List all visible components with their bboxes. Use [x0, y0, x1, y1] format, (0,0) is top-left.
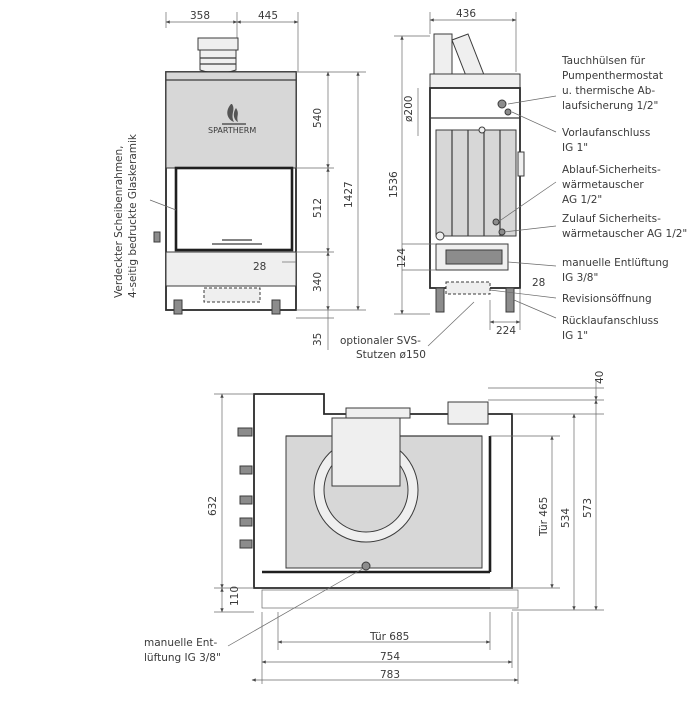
- side-height-dimension: 1536 ø200: [388, 35, 430, 315]
- frame-label-line1: Verdeckter Scheibenrahmen,: [113, 145, 125, 298]
- brand-logo: SPARTHERM: [208, 104, 256, 135]
- callout-inlet-2: wärmetauscher AG 1/2": [562, 228, 687, 240]
- callout-inlet-1: Zulauf Sicherheits-: [562, 213, 661, 225]
- plan-flue-pipe: [331, 417, 401, 487]
- optional-svs-line1: optionaler SVS-: [340, 335, 421, 347]
- plan-left-connections: [237, 427, 253, 549]
- plan-vent-label-line2: lüftung IG 3/8": [144, 652, 221, 664]
- callout-sleeves-2: Pumpenthermostat: [562, 70, 663, 82]
- side-view: 436 1536 ø200: [340, 8, 545, 361]
- front-foot-right: [271, 299, 281, 315]
- callout-sleeves-4: laufsicherung 1/2": [562, 100, 658, 112]
- callout-outlet-2: wärmetauscher: [562, 179, 644, 191]
- side-revision-opening: [445, 281, 491, 295]
- plan-rear-duct: [345, 407, 411, 419]
- side-foot-front: [435, 287, 445, 313]
- front-glass-window: [174, 166, 294, 252]
- plan-floor-plate: [261, 589, 519, 609]
- dim-340: 340: [312, 272, 324, 292]
- callout-outlet-3: AG 1/2": [562, 194, 602, 206]
- dim-28-side: 28: [532, 277, 545, 289]
- dim-40: 40: [594, 371, 606, 384]
- dim-445: 445: [258, 10, 278, 22]
- callout-flow-2: IG 1": [562, 142, 588, 154]
- brand-name: SPARTHERM: [208, 126, 256, 135]
- front-width-dimension: 358 445: [165, 10, 299, 72]
- callout-outlet-1: Ablauf-Sicherheits-: [562, 164, 661, 176]
- dim-110: 110: [229, 586, 241, 606]
- callouts: Tauchhülsen für Pumpenthermostat u. ther…: [489, 55, 687, 342]
- dim-783: 783: [380, 669, 400, 681]
- side-thermostat-sleeve: [497, 99, 507, 109]
- frame-label-line2: 4-seitig bedruckte Glaskeramik: [127, 133, 139, 298]
- plan-left-dimensions: 632 110: [207, 393, 254, 613]
- dim-358: 358: [190, 10, 210, 22]
- side-water-jacket: [435, 129, 517, 237]
- dim-540: 540: [312, 108, 324, 128]
- side-flue-pipe: [433, 33, 453, 75]
- plan-right-dimensions: 40 Tür 465 534 573: [488, 371, 606, 611]
- dim-632: 632: [207, 496, 219, 516]
- callout-return-1: Rücklaufanschluss: [562, 315, 659, 327]
- side-grate: [445, 249, 503, 265]
- dim-35: 35: [312, 333, 324, 346]
- callout-sleeves-3: u. thermische Ab-: [562, 85, 655, 97]
- callout-sleeves-1: Tauchhülsen für: [561, 55, 646, 67]
- dim-1427: 1427: [343, 181, 355, 208]
- dim-28-front: 28: [253, 261, 266, 273]
- front-side-handle: [153, 231, 161, 243]
- side-port-lower: [435, 231, 445, 241]
- callout-return-2: IG 1": [562, 330, 588, 342]
- dim-flue-diameter: ø200: [403, 96, 415, 122]
- plan-view: 40 Tür 465 534 573 632 110: [144, 371, 606, 684]
- front-lower-panel: [165, 251, 297, 287]
- plan-bottom-dimensions: Tür 685 754 783: [251, 612, 519, 684]
- side-rear-bracket: [517, 151, 525, 177]
- side-jacket-ribs: [451, 130, 501, 236]
- front-view: 358 445 SPARTHERM: [113, 10, 366, 350]
- dim-534: 534: [560, 508, 572, 528]
- callout-vent-2: IG 3/8": [562, 272, 598, 284]
- plan-rear-box: [447, 401, 489, 425]
- plan-vent-label-line1: manuelle Ent-: [144, 637, 217, 649]
- optional-svs-line2: Stutzen ø150: [356, 349, 426, 361]
- front-height-dimensions: 540 512 340 35 1427: [296, 71, 366, 350]
- front-stand-dashed: [203, 287, 261, 303]
- dim-573: 573: [582, 498, 594, 518]
- callout-revision: Revisionsöffnung: [562, 293, 652, 305]
- dim-door-465: Tür 465: [538, 497, 550, 537]
- dim-door-685: Tür 685: [369, 631, 409, 643]
- dim-1536: 1536: [388, 171, 400, 198]
- dim-436: 436: [456, 8, 476, 20]
- side-port-outlet: [492, 218, 500, 226]
- flue-collar: [197, 37, 239, 74]
- side-top-cover: [429, 73, 521, 89]
- side-port-top: [478, 126, 486, 134]
- front-foot-left: [173, 299, 183, 315]
- dim-512: 512: [312, 198, 324, 218]
- dim-224: 224: [496, 325, 516, 337]
- dim-124: 124: [396, 248, 408, 268]
- side-width-dimension: 436: [429, 8, 517, 72]
- side-foot-rear: [505, 287, 515, 313]
- dim-754: 754: [380, 651, 400, 663]
- callout-flow-1: Vorlaufanschluss: [562, 127, 650, 139]
- callout-vent-1: manuelle Entlüftung: [562, 257, 669, 269]
